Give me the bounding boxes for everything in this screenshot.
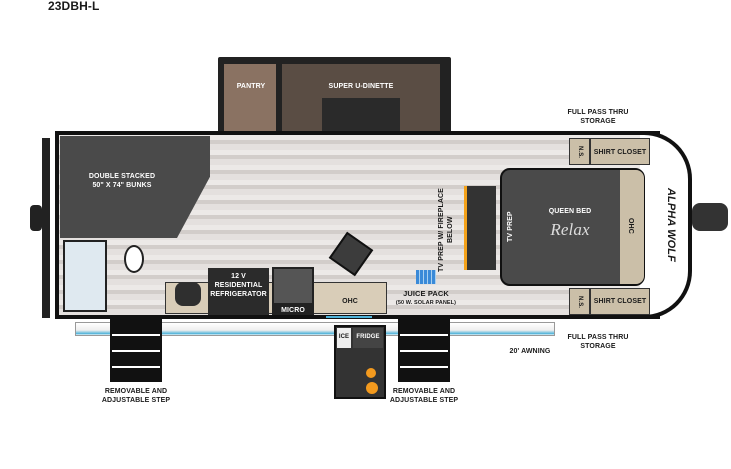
- stove-icon: [272, 267, 314, 305]
- juice-pack-sub-label: (50 W. SOLAR PANEL): [395, 300, 457, 306]
- solar-panel-icon: [416, 270, 436, 284]
- step-left: [110, 318, 162, 382]
- cabinet-blue-light: [326, 316, 372, 318]
- bed-ohc: [620, 170, 644, 284]
- tv-prep-fireplace-label: TV PREP W/ FIREPLACE BELOW: [438, 188, 454, 272]
- step-left-label: REMOVABLE AND ADJUSTABLE STEP: [101, 388, 171, 404]
- step-right-label: REMOVABLE AND ADJUSTABLE STEP: [389, 388, 459, 404]
- bunks-label: DOUBLE STACKED 50" X 74" BUNKS: [88, 173, 156, 189]
- storage-bottom-label: FULL PASS THRU STORAGE: [567, 334, 629, 350]
- ns-top-label: N.S.: [577, 145, 583, 159]
- refrigerator: [208, 268, 269, 315]
- awning-label: 20' AWNING: [509, 348, 551, 355]
- dinette-label: SUPER U-DINETTE: [328, 83, 394, 90]
- hitch-icon: [692, 203, 728, 231]
- model-title: 23DBH-L: [48, 0, 100, 13]
- ns-top: [569, 138, 590, 165]
- fridge-label: 12 V RESIDENTIAL REFRIGERATOR: [210, 273, 267, 298]
- ns-bottom: [569, 288, 590, 315]
- ns-bottom-label: N.S.: [577, 295, 583, 309]
- bathtub: [63, 240, 107, 312]
- sink-icon: [175, 282, 201, 306]
- bunks: [60, 136, 210, 238]
- shirt-closet-bottom: [590, 288, 650, 315]
- ice-label: ICE: [337, 328, 351, 348]
- micro: [272, 305, 314, 315]
- left-bumper: [42, 138, 50, 318]
- storage-top-label: FULL PASS THRU STORAGE: [567, 109, 629, 125]
- burner-icon: [366, 382, 378, 394]
- toilet-icon: [124, 245, 144, 273]
- micro-label: MICRO: [281, 307, 305, 314]
- kitchen-ohc-label: OHC: [342, 298, 358, 305]
- shirt-closet-bottom-label: SHIRT CLOSET: [593, 298, 647, 305]
- shirt-closet-top-label: SHIRT CLOSET: [593, 149, 647, 156]
- juice-pack-label: JUICE PACK: [403, 289, 449, 298]
- bed-ohc-label: OHC: [627, 218, 634, 234]
- spare-tire: [30, 205, 42, 231]
- pantry-label: PANTRY: [236, 83, 266, 90]
- shirt-closet-top: [590, 138, 650, 165]
- burner-icon: [366, 368, 376, 378]
- queen-bed-label: QUEEN BED: [548, 208, 592, 215]
- step-right: [398, 318, 450, 382]
- relax-logo: Relax: [550, 220, 590, 239]
- fireplace-icon: [464, 186, 496, 270]
- alpha-wolf-logo: ALPHA WOLF: [665, 188, 677, 262]
- outdoor-fridge-label: FRIDGE: [353, 328, 383, 348]
- tv-prep-bed-label: TV PREP: [507, 211, 514, 243]
